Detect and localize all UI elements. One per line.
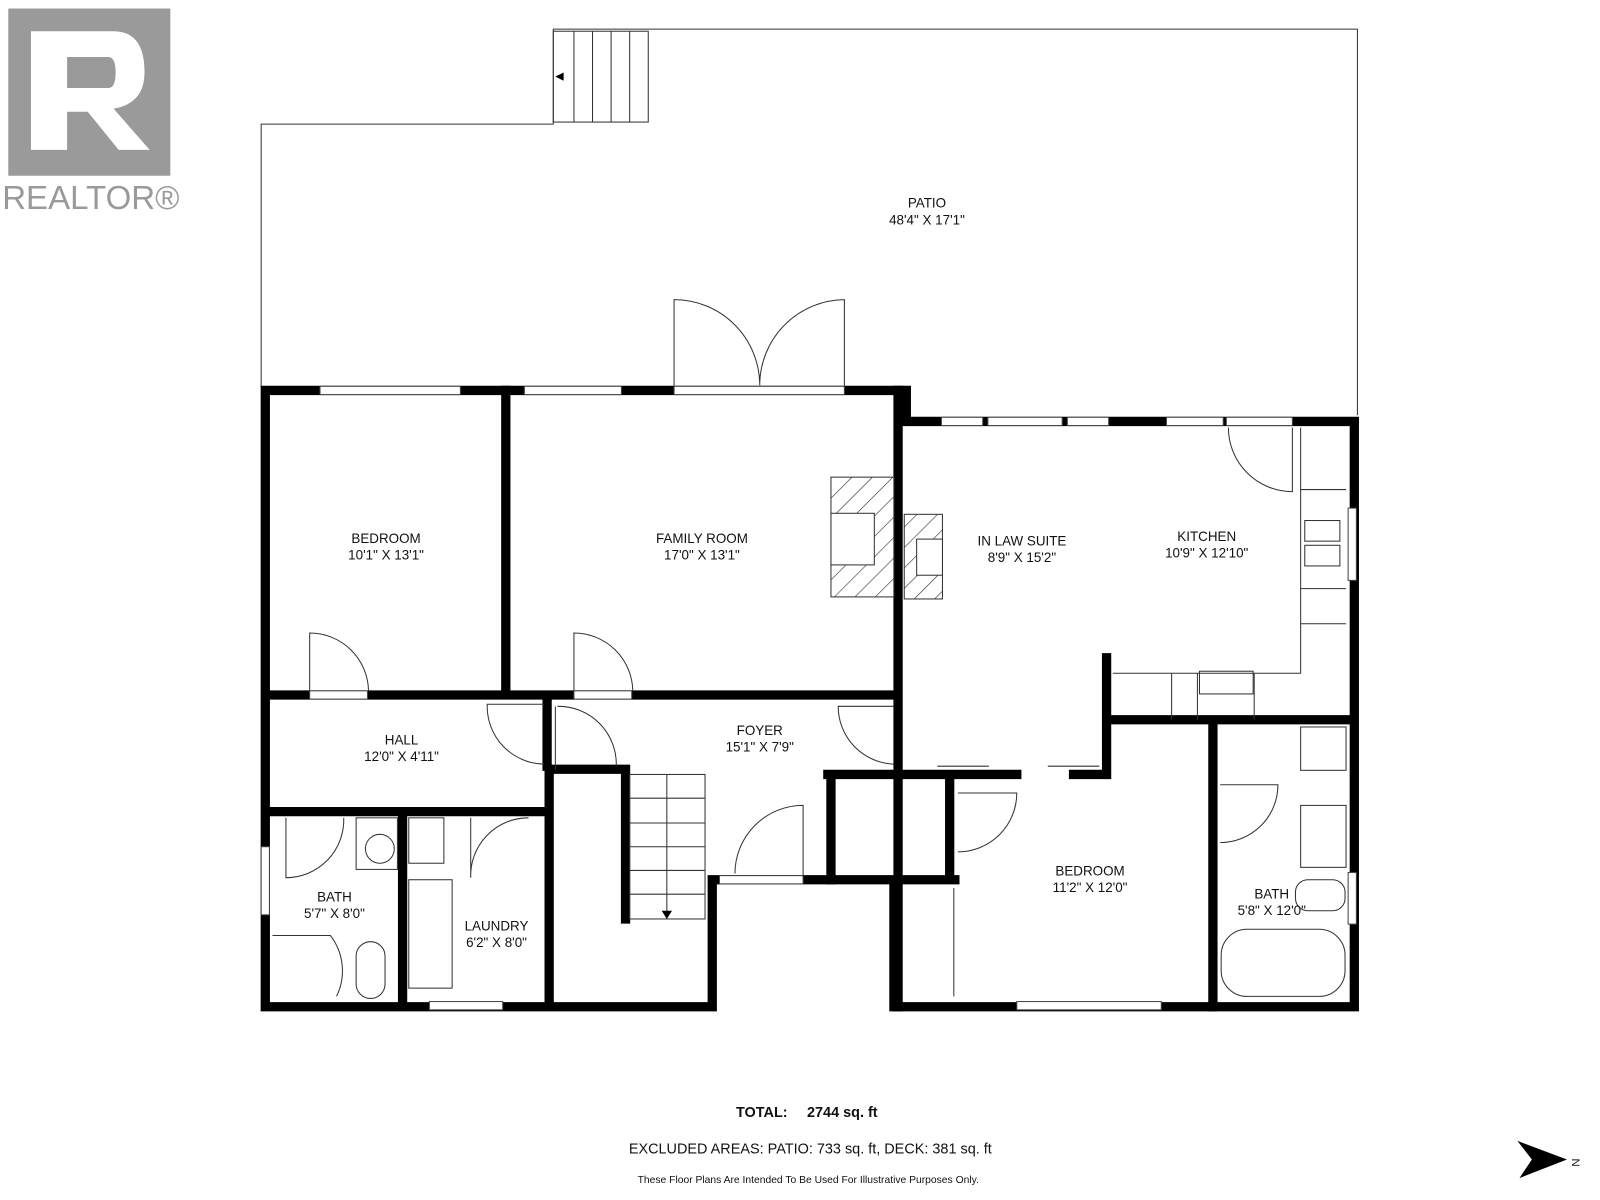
area-summary: TOTAL: 2744 sq. ft EXCLUDED AREAS: PATIO… — [629, 1105, 992, 1186]
fireplaces — [830, 476, 943, 600]
room-dims: 17'0" X 13'1" — [664, 548, 740, 563]
room-name: FOYER — [737, 723, 784, 738]
room-name: HALL — [385, 733, 419, 748]
room-dims: 48'4" X 17'1" — [889, 212, 965, 227]
room-dims: 5'7" X 8'0" — [304, 906, 365, 921]
room-dims: 10'1" X 13'1" — [348, 548, 424, 563]
patio-outline — [260, 28, 1358, 416]
room-labels: PATIO 48'4" X 17'1" BEDROOM 10'1" X 13'1… — [304, 196, 1306, 950]
room-name: IN LAW SUITE — [977, 533, 1066, 548]
room-name: KITCHEN — [1177, 529, 1236, 544]
north-arrow-icon: N — [1517, 1140, 1581, 1179]
room-name: BATH — [317, 889, 352, 904]
realtor-logo: REALTOR® — [2, 8, 179, 216]
disclaimer: These Floor Plans Are Intended To Be Use… — [638, 1175, 979, 1186]
room-name: BEDROOM — [1055, 864, 1124, 879]
deck-stairs — [552, 30, 649, 123]
doors — [272, 427, 1293, 997]
room-name: LAUNDRY — [465, 918, 529, 933]
total-value: 2744 sq. ft — [807, 1105, 878, 1121]
room-name: FAMILY ROOM — [656, 531, 748, 546]
room-dims: 11'2" X 12'0" — [1053, 880, 1128, 895]
room-dims: 12'0" X 4'11" — [364, 749, 439, 764]
excluded-areas: EXCLUDED AREAS: PATIO: 733 sq. ft, DECK:… — [629, 1141, 992, 1157]
room-name: PATIO — [908, 196, 946, 211]
room-name: BEDROOM — [351, 531, 420, 546]
room-dims: 6'2" X 8'0" — [466, 935, 527, 950]
room-dims: 8'9" X 15'2" — [988, 550, 1057, 565]
interior-stairs — [629, 773, 706, 920]
patio-french-doors — [673, 299, 845, 391]
room-name: BATH — [1254, 886, 1289, 901]
room-dims: 5'8" X 12'0" — [1238, 903, 1307, 918]
windows — [260, 385, 1357, 1011]
svg-text:REALTOR®: REALTOR® — [2, 179, 179, 216]
room-dims: 10'9" X 12'10" — [1165, 546, 1248, 561]
fixtures — [355, 427, 1347, 999]
room-dims: 15'1" X 7'9" — [726, 740, 795, 755]
walls — [260, 385, 1359, 1012]
compass-label: N — [1569, 1158, 1581, 1166]
total-label: TOTAL: — [736, 1105, 788, 1121]
